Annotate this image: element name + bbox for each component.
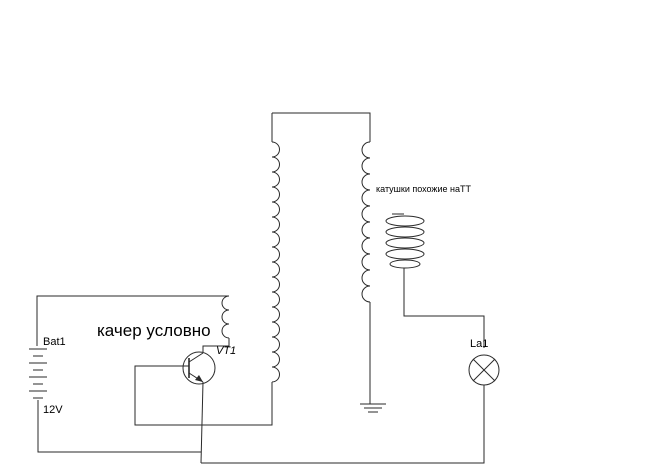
kacher-note: качер условно [97, 321, 211, 340]
lamp-feed-wire [403, 268, 485, 348]
battery-voltage-label: 12V [43, 404, 63, 416]
battery-icon [29, 348, 47, 399]
transistor-label: VT1 [216, 345, 236, 357]
battery-bottom-wire [37, 400, 201, 453]
lamp-return-wire [201, 385, 485, 464]
lamp-label: La1 [470, 338, 488, 350]
coils-note: катушки похожие наТТ [376, 184, 471, 194]
secondary-coil [361, 141, 371, 303]
lamp-icon [468, 354, 500, 386]
battery-top-wire [36, 295, 229, 346]
feedback-to-collector [202, 338, 230, 352]
transistor-icon [182, 351, 216, 385]
ground-icon [360, 403, 386, 413]
emitter-wire [200, 381, 204, 464]
top-wire [271, 112, 371, 142]
battery-label: Bat1 [43, 336, 66, 348]
primary-coil-bottom-lead [134, 365, 273, 426]
coupling-coil [385, 213, 425, 269]
feedback-coil [221, 295, 230, 339]
primary-coil [271, 141, 280, 383]
